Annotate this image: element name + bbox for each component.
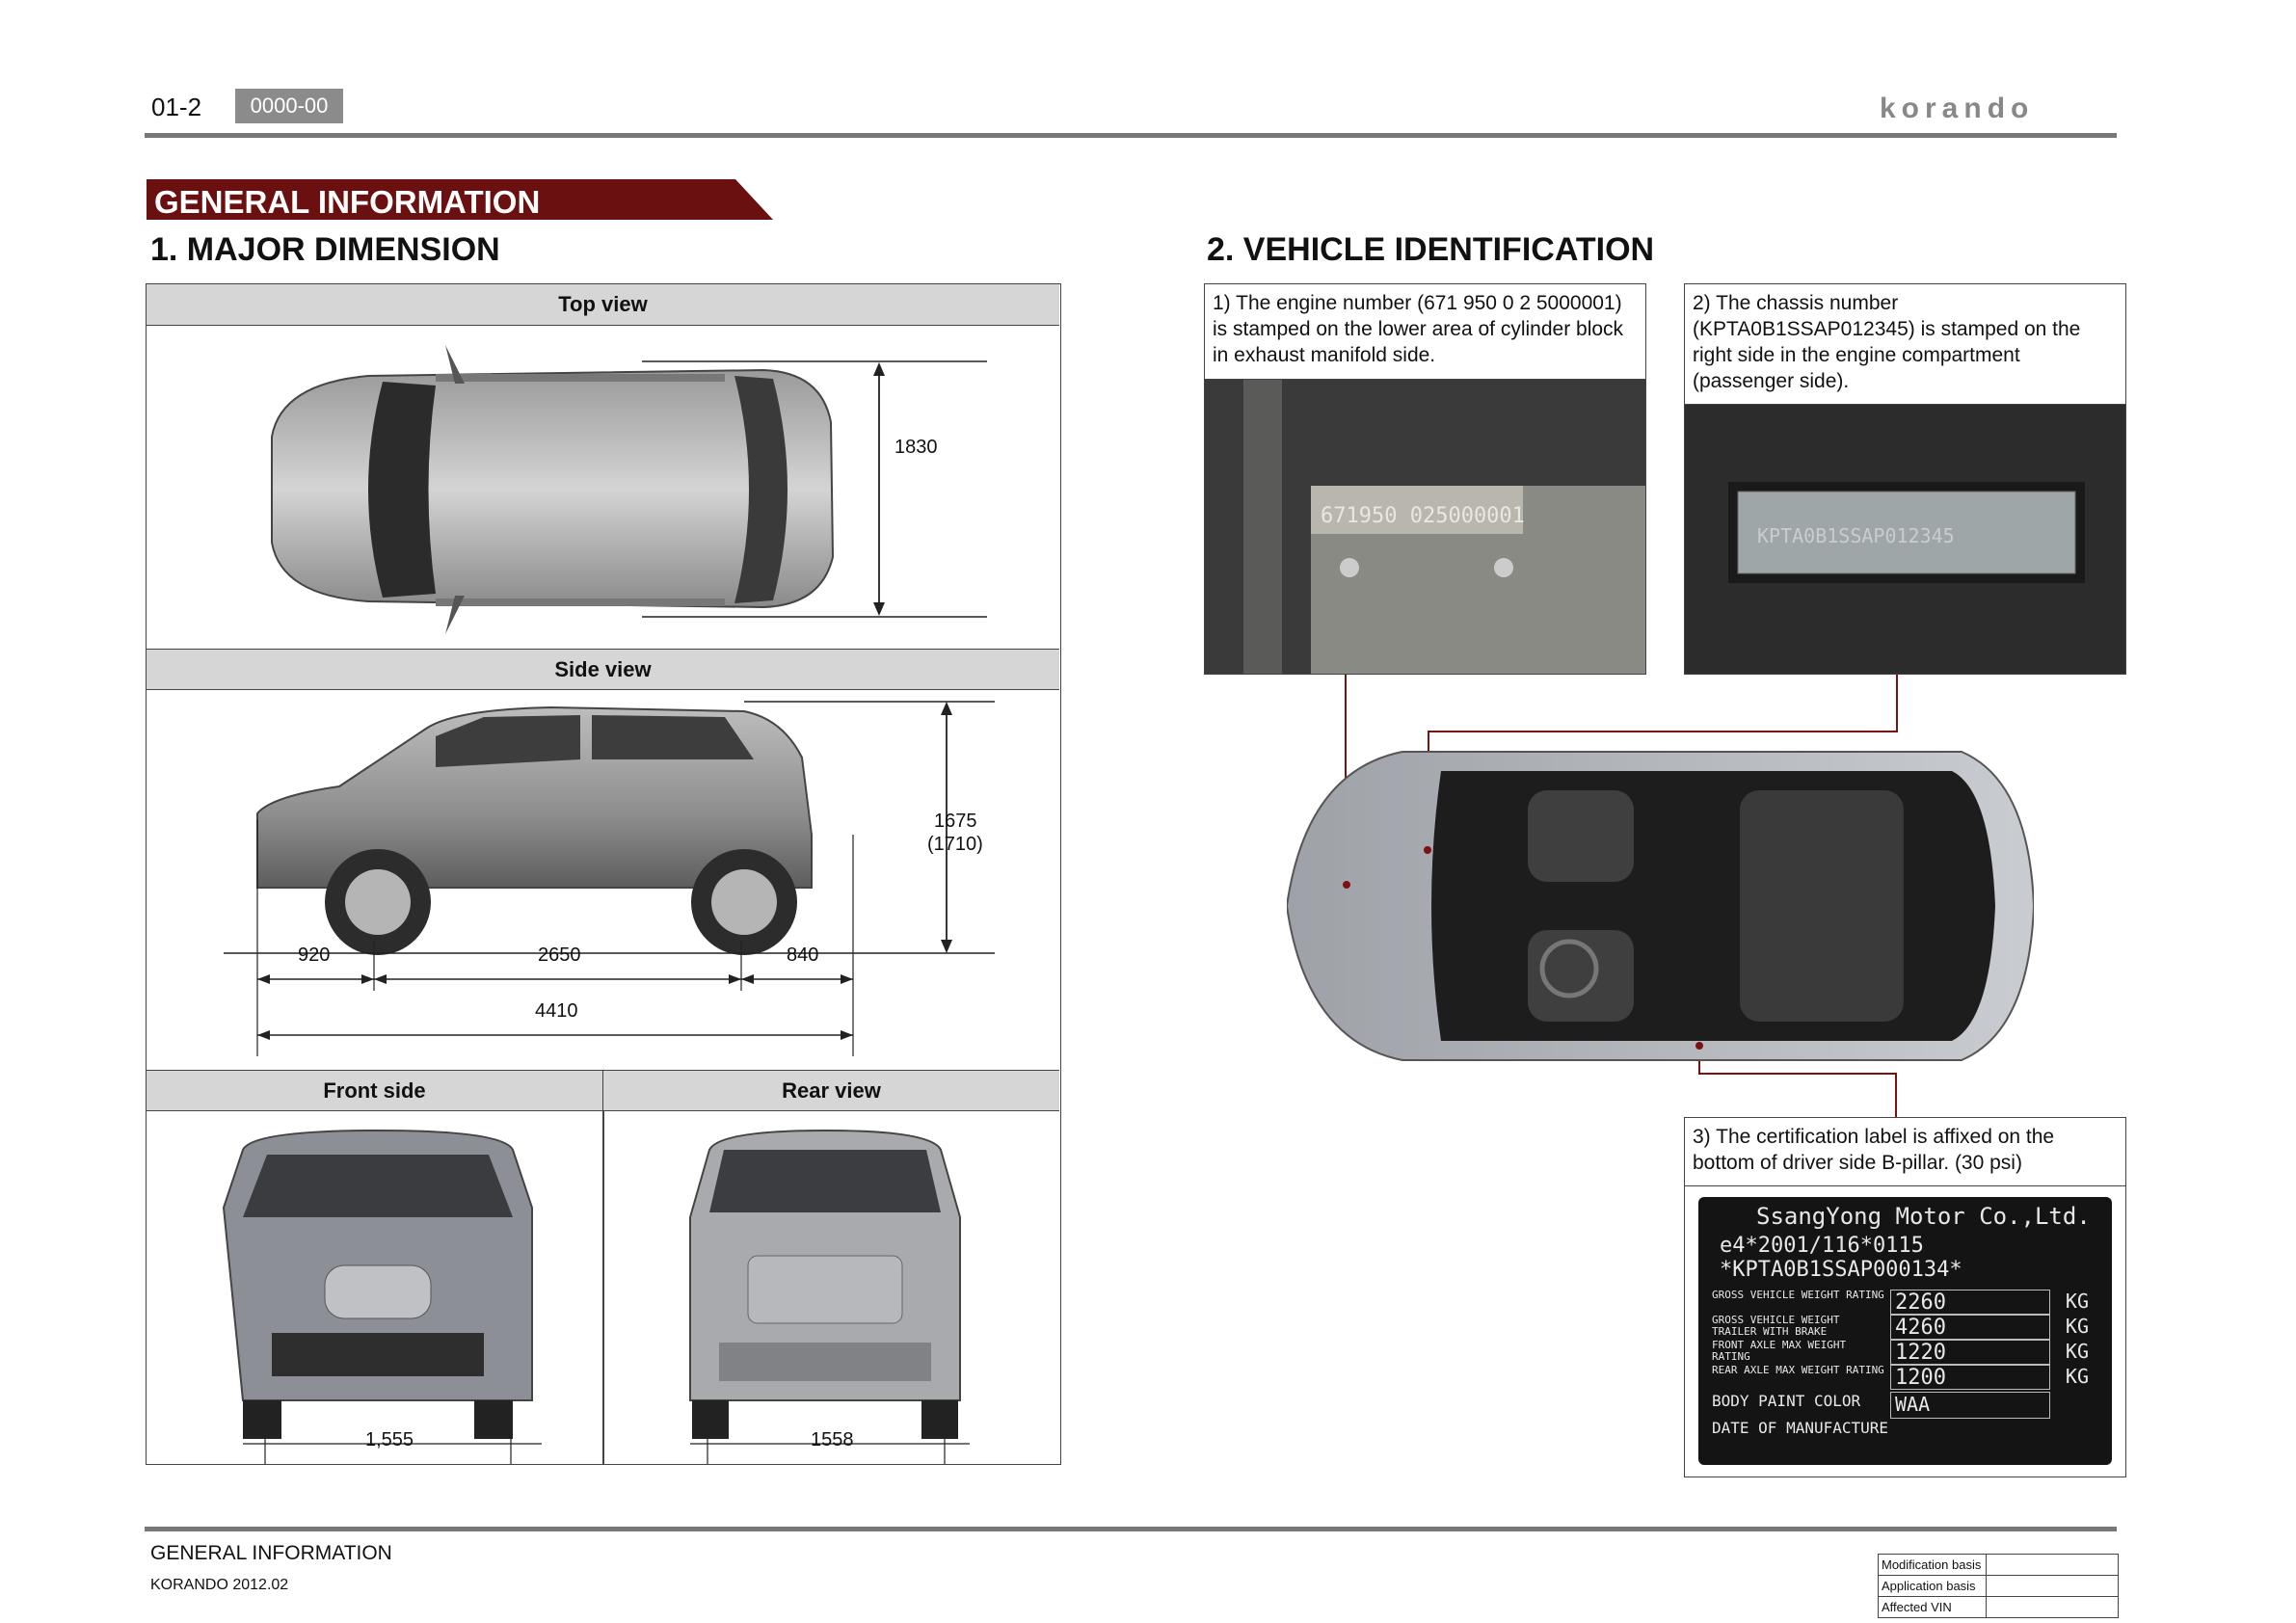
mod-row: Affected VIN	[1878, 1596, 2119, 1618]
header-rule	[145, 133, 2117, 138]
chassis-leader-vertical	[1896, 675, 1898, 732]
chassis-number-callout: 2) The chassis number (KPTA0B1SSAP012345…	[1684, 283, 2126, 405]
length-dimension: 4410	[535, 1000, 578, 1022]
mod-basis-value	[1986, 1554, 2119, 1576]
label-leader-vertical	[1895, 1073, 1897, 1117]
dimension-table: Top view Side view Front side Rear view …	[146, 283, 1061, 1465]
label-leader-short	[1698, 1051, 1700, 1075]
chassis-plate-image: KPTA0B1SSAP012345	[1685, 405, 2125, 674]
plate-date-row: DATE OF MANUFACTURE	[1712, 1419, 1889, 1437]
side-view-drawing	[224, 701, 995, 1056]
engine-block-image: 671950 025000001	[1205, 380, 1645, 674]
engine-stamp-text: 671950 025000001	[1321, 504, 1525, 528]
chassis-leader-horizontal	[1428, 731, 1898, 732]
top-view-drawing	[271, 345, 987, 634]
interior-top-view-image	[1287, 751, 2034, 1061]
vehicle-identification-title: 2. VEHICLE IDENTIFICATION	[1207, 231, 1655, 268]
engine-number-text: 1) The engine number (671 950 0 2 500000…	[1213, 292, 1624, 366]
top-view-car	[271, 345, 835, 634]
plate-approval: e4*2001/116*0115	[1720, 1234, 1924, 1258]
page-number: 01-2	[151, 93, 202, 121]
front-side-header: Front side	[147, 1070, 602, 1111]
certification-label-callout: 3) The certification label is affixed on…	[1684, 1117, 2126, 1186]
section-banner: GENERAL INFORMATION	[147, 179, 773, 220]
front-view-car	[222, 1129, 533, 1439]
label-leader-horizontal	[1698, 1073, 1897, 1075]
plate-row: GROSS VEHICLE WEIGHT TRAILER WITH BRAKE …	[1712, 1314, 2089, 1340]
plate-vin: *KPTA0B1SSAP000134*	[1720, 1258, 1962, 1282]
certification-plate: SsangYong Motor Co.,Ltd. e4*2001/116*011…	[1698, 1197, 2112, 1465]
affected-vin-label: Affected VIN	[1878, 1596, 1987, 1618]
rear-overhang-dimension: 840	[787, 945, 819, 966]
affected-vin-value	[1986, 1596, 2119, 1618]
plate-maker: SsangYong Motor Co.,Ltd.	[1756, 1203, 2091, 1230]
korando-logo: korando	[1880, 93, 2035, 124]
app-basis-label: Application basis	[1878, 1575, 1987, 1597]
modification-table: Modification basis Application basis Aff…	[1878, 1554, 2119, 1618]
rear-view-car	[689, 1129, 961, 1439]
footer-rule	[145, 1527, 2117, 1531]
plate-row: GROSS VEHICLE WEIGHT RATING 2260 KG	[1712, 1289, 2089, 1315]
rear-track-dimension: 1558	[811, 1429, 854, 1450]
doc-code-badge: 0000-00	[235, 89, 343, 123]
wheelbase-dimension: 2650	[538, 945, 581, 966]
mod-row: Modification basis	[1878, 1554, 2119, 1576]
height-dimension: 1675	[934, 811, 977, 832]
banner-title: GENERAL INFORMATION	[154, 184, 541, 220]
chassis-number-photo: KPTA0B1SSAP012345	[1684, 404, 2126, 675]
app-basis-value	[1986, 1575, 2119, 1597]
front-track-dimension: 1,555	[365, 1429, 414, 1450]
footer-section: GENERAL INFORMATION	[150, 1542, 392, 1564]
side-view-header: Side view	[147, 649, 1059, 690]
certification-label-photo: SsangYong Motor Co.,Ltd. e4*2001/116*011…	[1684, 1185, 2126, 1477]
footer-model: KORANDO 2012.02	[150, 1577, 289, 1593]
side-view-car	[256, 705, 813, 955]
major-dimension-title: 1. MAJOR DIMENSION	[150, 231, 500, 268]
height-alt-dimension: (1710)	[927, 834, 983, 855]
engine-number-photo: 671950 025000001	[1204, 379, 1646, 675]
front-rear-divider	[602, 1111, 604, 1464]
plate-paint-row: BODY PAINT COLOR WAA	[1712, 1392, 2097, 1419]
top-view-header: Top view	[147, 284, 1059, 326]
front-overhang-dimension: 920	[298, 945, 331, 966]
width-dimension: 1830	[894, 437, 938, 458]
plate-row: FRONT AXLE MAX WEIGHT RATING 1220 KG	[1712, 1339, 2089, 1365]
engine-number-callout: 1) The engine number (671 950 0 2 500000…	[1204, 283, 1646, 380]
rear-view-header: Rear view	[602, 1070, 1059, 1111]
mod-basis-label: Modification basis	[1878, 1554, 1987, 1576]
front-view-drawing	[222, 1129, 542, 1464]
rear-view-drawing	[689, 1129, 970, 1464]
plate-weight-rows: GROSS VEHICLE WEIGHT RATING 2260 KG GROS…	[1712, 1290, 2097, 1446]
chassis-number-text: 2) The chassis number (KPTA0B1SSAP012345…	[1693, 292, 2081, 392]
mod-row: Application basis	[1878, 1575, 2119, 1597]
certification-label-text: 3) The certification label is affixed on…	[1693, 1126, 2055, 1174]
chassis-stamp-text: KPTA0B1SSAP012345	[1757, 524, 1955, 547]
plate-row: REAR AXLE MAX WEIGHT RATING 1200 KG	[1712, 1364, 2089, 1390]
